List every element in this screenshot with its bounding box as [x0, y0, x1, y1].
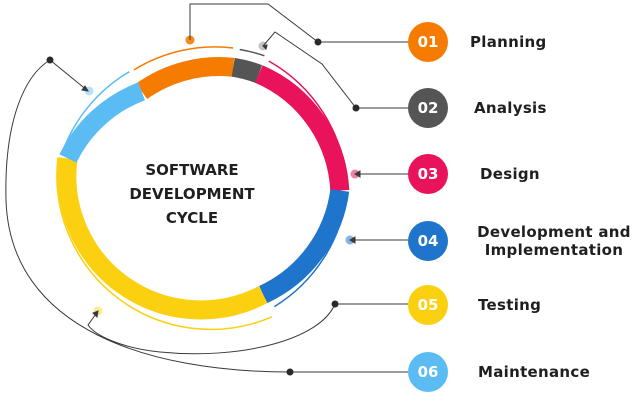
step-label: Maintenance	[478, 363, 591, 381]
step-label: Development and Implementation	[470, 221, 638, 261]
endpoint-analysis	[352, 104, 360, 112]
ring-segment-maintenance	[59, 82, 146, 163]
bracket-analysis	[239, 48, 265, 57]
arrowhead-testing	[92, 310, 99, 319]
connector-analysis	[262, 31, 408, 109]
bracket-design	[268, 60, 348, 185]
outer-brackets	[56, 46, 348, 331]
center-title: SOFTWARE DEVELOPMENT CYCLE	[112, 158, 272, 230]
ring-segment-development	[258, 189, 350, 304]
step-label: Analysis	[474, 99, 547, 117]
step-label: Planning	[470, 33, 547, 51]
connector-planning	[189, 3, 408, 43]
connector-maintenance	[5, 59, 408, 373]
step-label-line-2: Implementation	[484, 241, 624, 259]
step-label-line-1: Development and	[477, 223, 631, 241]
endpoint-testing	[331, 300, 339, 308]
endpoint-maintenance-left	[46, 56, 54, 64]
step-number-badge: 01	[408, 22, 448, 62]
step-design: 03 Design	[408, 154, 639, 194]
arrowhead-analysis	[262, 44, 268, 50]
step-development: 04 Development and Implementation	[408, 221, 639, 261]
step-label: Design	[480, 165, 540, 183]
ring-segment-analysis	[231, 57, 263, 83]
step-analysis: 02 Analysis	[408, 88, 639, 128]
bracket-planning	[133, 46, 234, 71]
step-testing: 05 Testing	[408, 285, 639, 325]
ring-segment-planning	[136, 57, 235, 100]
step-planning: 01 Planning	[408, 22, 639, 62]
step-number-badge: 04	[408, 221, 448, 261]
bracket-testing	[56, 157, 273, 331]
arrowhead-maintenance	[81, 85, 89, 92]
bracket-development	[274, 193, 348, 308]
connector-lines	[5, 3, 408, 373]
center-title-line-2: DEVELOPMENT	[129, 185, 255, 203]
endpoint-planning	[314, 38, 322, 46]
arrowhead-design	[354, 170, 361, 178]
ring-segment-testing	[57, 157, 268, 320]
step-number-badge: 02	[408, 88, 448, 128]
step-number-badge: 06	[408, 352, 448, 392]
step-maintenance: 06 Maintenance	[408, 352, 639, 392]
bracket-maintenance	[61, 71, 130, 154]
connector-testing	[87, 303, 408, 355]
center-title-line-3: CYCLE	[165, 209, 219, 227]
step-number-badge: 05	[408, 285, 448, 325]
arrowhead-development	[349, 236, 356, 244]
ring-segment-design	[254, 65, 350, 192]
cycle-ring	[57, 57, 350, 320]
step-label: Testing	[478, 296, 542, 314]
step-number-badge: 03	[408, 154, 448, 194]
endpoint-maintenance-right	[286, 368, 294, 376]
connector-endpoints	[46, 38, 360, 376]
center-title-line-1: SOFTWARE	[145, 161, 239, 179]
